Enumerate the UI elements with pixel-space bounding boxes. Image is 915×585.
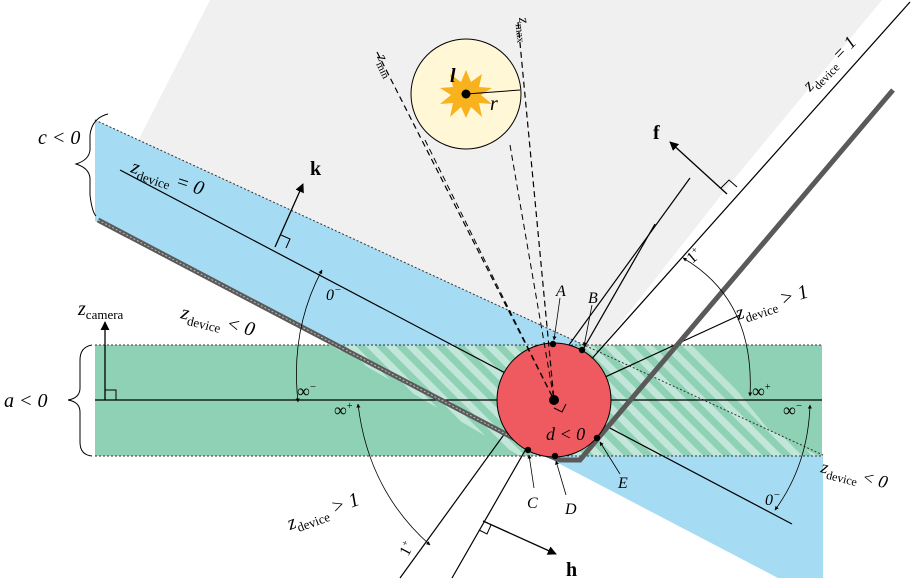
label-inf-plus-right: ∞+ [752, 381, 771, 401]
label-h: h [566, 559, 577, 581]
leader-A [552, 297, 561, 341]
arc-left-upper [295, 269, 323, 403]
label-a-cond: a < 0 [4, 390, 48, 412]
label-inf-minus: ∞− [297, 381, 316, 401]
c-brace [74, 113, 109, 217]
label-d-cond: d < 0 [546, 424, 585, 444]
k-vector [274, 183, 304, 248]
arc-right-upper [682, 257, 753, 397]
point-A [549, 340, 557, 348]
h-vector [482, 520, 557, 555]
f-right-angle [720, 179, 738, 189]
point-B [578, 346, 586, 354]
label-z-max: zmax [512, 16, 534, 44]
label-point-A: A [555, 283, 566, 300]
blue-band-top [94, 119, 824, 456]
light-radius [465, 89, 521, 95]
label-point-B: B [588, 290, 598, 307]
label-f: f [653, 122, 660, 144]
camera-right-angle [105, 389, 117, 400]
tangent-dashed-1 [424, 139, 555, 401]
label-point-E: E [617, 475, 628, 492]
label-one-plus-top: 1+ [683, 244, 705, 267]
k-right-angle [280, 234, 291, 249]
arc-right-lower [774, 404, 812, 511]
clip-boundary [96, 88, 895, 463]
outside-region [98, 0, 882, 400]
label-k: k [310, 158, 322, 180]
z-device-one-line [554, 1, 911, 401]
label-light-l: l [450, 65, 456, 87]
label-inf-plus-left: ∞+ [334, 400, 353, 420]
z-max-dashed [517, 21, 555, 401]
point-C [524, 446, 532, 454]
z-device-zero-line [119, 169, 793, 525]
leader-C [527, 454, 535, 489]
label-z-device-gt1-right: zdevice> 1 [732, 281, 812, 328]
z-min-dashed [376, 51, 555, 401]
label-point-D: D [564, 501, 577, 518]
label-zero-minus-right: 0− [765, 489, 780, 509]
arc-left-lower [356, 403, 431, 546]
disk-center [549, 395, 559, 405]
label-z-camera: zcamera [77, 298, 124, 322]
label-inf-minus-right: ∞− [783, 400, 802, 420]
a-brace [67, 344, 93, 457]
leader-E [599, 441, 621, 475]
label-z-device-neg-right: zdevice< 0 [817, 456, 890, 496]
label-c-cond: c < 0 [38, 127, 80, 149]
label-z-device-gt1-left: zdevice> 1 [283, 488, 363, 538]
label-light-r: r [490, 93, 498, 115]
label-zero-minus-left: 0− [326, 284, 341, 304]
leader-B [582, 304, 593, 347]
label-one-plus-bottom: 1+ [396, 538, 418, 559]
point-D [551, 452, 559, 460]
h-right-angle [478, 524, 492, 535]
point-E [593, 434, 601, 442]
label-point-C: C [527, 495, 538, 512]
f-vector [669, 141, 728, 195]
tangent-dashed-2 [509, 144, 555, 401]
label-z-device-neg-left: zdevice< 0 [177, 301, 257, 344]
leader-D [555, 460, 567, 496]
right-angle-center [553, 403, 567, 413]
